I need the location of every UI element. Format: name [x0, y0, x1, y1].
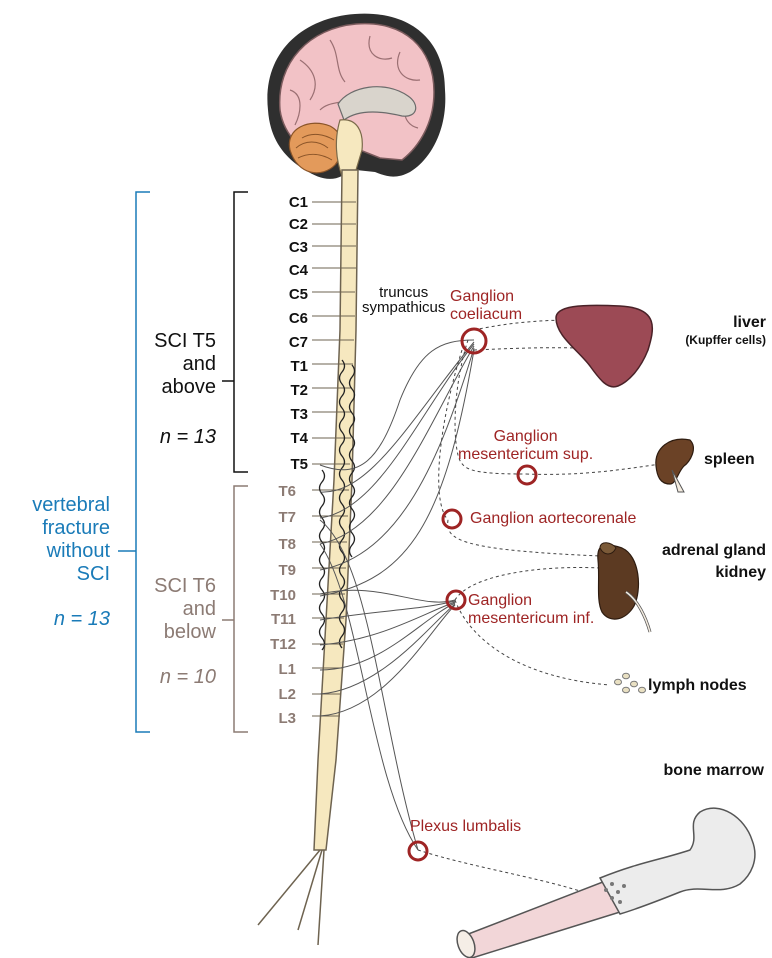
kidney-illustration	[598, 543, 650, 632]
segment-label: T9	[256, 562, 296, 579]
mes-sup-line1: Ganglion	[458, 428, 593, 446]
liver-sub-label: (Kupffer cells)	[685, 333, 766, 347]
segment-label: C5	[268, 286, 308, 303]
ganglion-aortecorenale-circle	[443, 510, 461, 528]
truncus-line2: sympathicus	[362, 300, 445, 315]
segment-label: T3	[268, 406, 308, 423]
lower-line3: below	[154, 621, 216, 644]
spleen-label: spleen	[704, 451, 755, 469]
ganglion-coeliacum-label: Ganglion coeliacum	[450, 288, 522, 324]
coeliacum-line2: coeliacum	[450, 306, 522, 324]
ganglion-aortecorenale-label: Ganglion aortecorenale	[470, 510, 636, 528]
lymph-label: lymph nodes	[648, 677, 747, 695]
upper-bracket	[222, 192, 248, 472]
lower-group-label: SCI T6 and below	[154, 575, 216, 644]
kidney-label: kidney	[715, 564, 766, 582]
plexus-lumbalis-circle	[409, 842, 427, 860]
segment-label: T2	[268, 382, 308, 399]
ganglion-mes-sup-label: Ganglion mesentericum sup.	[458, 428, 593, 464]
ganglion-mes-inf-label: Ganglion mesentericum inf.	[468, 592, 594, 628]
liver-illustration	[556, 305, 652, 387]
vertebral-bracket	[118, 192, 150, 732]
segment-label: T10	[256, 587, 296, 604]
segment-label: T8	[256, 536, 296, 553]
segment-label: T12	[256, 636, 296, 653]
vertebral-line4: SCI	[32, 563, 110, 586]
vertebral-group-label: vertebral fracture without SCI	[32, 494, 110, 586]
lower-n-label: n = 10	[160, 666, 216, 689]
ganglion-mesentericum-inf-circle	[447, 591, 465, 609]
upper-group-label: SCI T5 and above	[154, 330, 216, 399]
mes-inf-line1: Ganglion	[468, 592, 594, 610]
segment-label: T5	[268, 456, 308, 473]
segment-label: L2	[256, 686, 296, 703]
truncus-label: truncus sympathicus	[362, 285, 445, 315]
bone-marrow-label: bone marrow	[664, 762, 764, 780]
segment-label: T11	[256, 611, 296, 628]
upper-line3: above	[154, 376, 216, 399]
truncus-line1: truncus	[362, 285, 445, 300]
upper-line2: and	[154, 353, 216, 376]
segment-label: T1	[268, 358, 308, 375]
upper-n-label: n = 13	[160, 426, 216, 449]
segment-label: T4	[268, 430, 308, 447]
spleen-illustration	[656, 439, 694, 492]
vertebral-line1: vertebral	[32, 494, 110, 517]
segment-label: C3	[268, 239, 308, 256]
lower-bracket	[222, 486, 248, 732]
adrenal-label: adrenal gland	[662, 542, 766, 560]
lower-line1: SCI T6	[154, 575, 216, 598]
mes-sup-line2: mesentericum sup.	[458, 446, 593, 464]
upper-line1: SCI T5	[154, 330, 216, 353]
segment-label: C4	[268, 262, 308, 279]
spinal-cord	[314, 170, 358, 850]
vertebral-line3: without	[32, 540, 110, 563]
segment-label: C1	[268, 194, 308, 211]
liver-label: liver	[733, 314, 766, 332]
vertebral-n-label: n = 13	[54, 608, 110, 631]
mes-inf-line2: mesentericum inf.	[468, 610, 594, 628]
segment-label: C2	[268, 216, 308, 233]
coeliacum-line1: Ganglion	[450, 288, 522, 306]
segment-label: T6	[256, 483, 296, 500]
ganglion-mesentericum-sup-circle	[518, 466, 536, 484]
lymph-nodes-illustration	[615, 673, 646, 693]
segment-label: L1	[256, 661, 296, 678]
vertebral-line2: fracture	[32, 517, 110, 540]
segment-label: T7	[256, 509, 296, 526]
brain-illustration	[267, 14, 445, 179]
cauda-equina	[258, 850, 324, 945]
segment-label: C6	[268, 310, 308, 327]
lower-line2: and	[154, 598, 216, 621]
segment-label: L3	[256, 710, 296, 727]
plexus-lumbalis-label: Plexus lumbalis	[410, 818, 521, 836]
segment-label: C7	[268, 334, 308, 351]
